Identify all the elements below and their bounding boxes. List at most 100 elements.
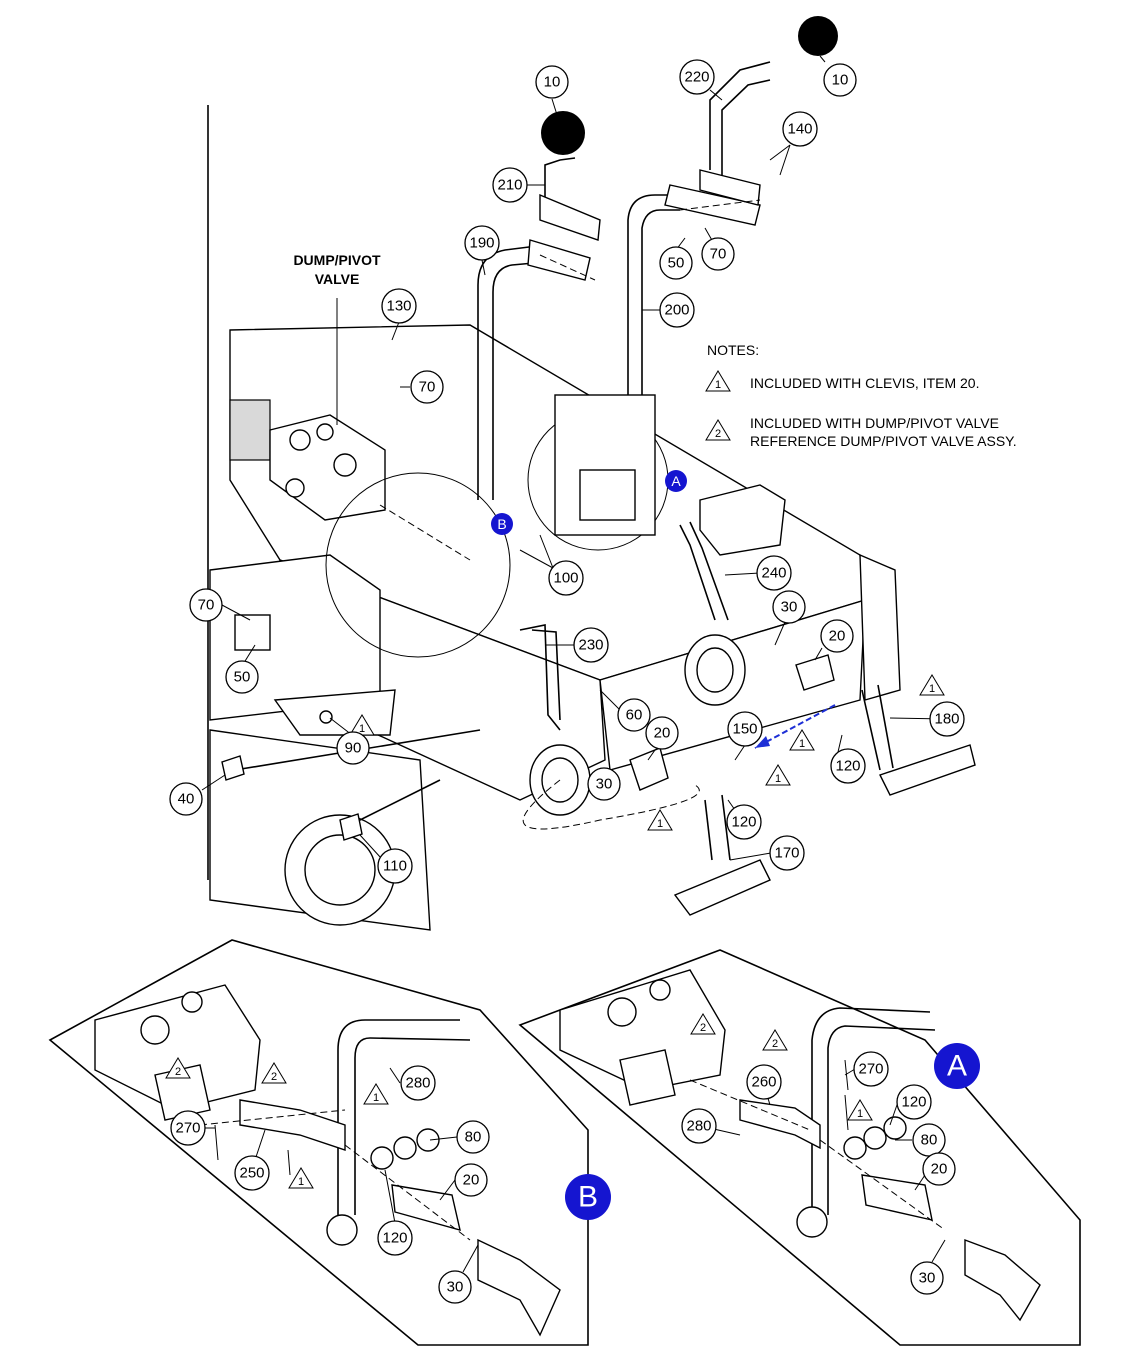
svg-text:1: 1 bbox=[657, 818, 663, 830]
note-mark-a-pin: 1 bbox=[847, 1099, 873, 1121]
balloon-a-270: 270 bbox=[853, 1051, 889, 1087]
svg-text:280: 280 bbox=[686, 1118, 711, 1135]
svg-text:B: B bbox=[497, 516, 506, 532]
balloon-a-280: 280 bbox=[681, 1108, 717, 1144]
balloon-b-20: 20 bbox=[454, 1163, 488, 1197]
svg-text:220: 220 bbox=[684, 69, 709, 86]
balloon-100: 100 bbox=[548, 560, 584, 596]
svg-text:90: 90 bbox=[345, 740, 362, 757]
svg-text:2: 2 bbox=[700, 1022, 706, 1034]
note-mark-b-cotter: 1 bbox=[288, 1167, 314, 1189]
svg-text:100: 100 bbox=[553, 570, 578, 587]
svg-text:2: 2 bbox=[271, 1071, 277, 1083]
balloon-20-right: 20 bbox=[820, 619, 854, 653]
balloon-170: 170 bbox=[769, 835, 805, 871]
svg-text:2: 2 bbox=[715, 428, 721, 440]
svg-text:30: 30 bbox=[781, 599, 798, 616]
balloon-b-250: 250 bbox=[234, 1155, 270, 1191]
svg-text:60: 60 bbox=[626, 707, 643, 724]
svg-text:70: 70 bbox=[419, 379, 436, 396]
svg-text:1: 1 bbox=[715, 379, 721, 391]
svg-text:40: 40 bbox=[178, 791, 195, 808]
svg-text:1: 1 bbox=[359, 723, 365, 735]
svg-text:B: B bbox=[578, 1181, 598, 1214]
balloon-150: 150 bbox=[727, 711, 763, 747]
svg-text:240: 240 bbox=[761, 565, 786, 582]
svg-text:120: 120 bbox=[901, 1094, 926, 1111]
svg-text:30: 30 bbox=[919, 1270, 936, 1287]
svg-text:120: 120 bbox=[382, 1230, 407, 1247]
note-1-text: INCLUDED WITH CLEVIS, ITEM 20. bbox=[750, 375, 979, 391]
svg-text:A: A bbox=[671, 473, 681, 489]
svg-text:170: 170 bbox=[774, 845, 799, 862]
balloon-30-right: 30 bbox=[772, 590, 806, 624]
balloon-10-right: 10 bbox=[823, 63, 857, 97]
svg-text:50: 50 bbox=[234, 669, 251, 686]
valve-title-line2: VALVE bbox=[315, 271, 360, 287]
svg-text:1: 1 bbox=[373, 1092, 379, 1104]
balloon-a-80: 80 bbox=[912, 1123, 946, 1157]
svg-text:10: 10 bbox=[544, 74, 561, 91]
balloon-120-mid: 120 bbox=[726, 804, 762, 840]
valve-title-line1: DUMP/PIVOT bbox=[293, 252, 381, 268]
svg-text:2: 2 bbox=[772, 1038, 778, 1050]
svg-text:230: 230 bbox=[578, 637, 603, 654]
svg-text:70: 70 bbox=[198, 597, 215, 614]
balloon-50-left: 50 bbox=[225, 660, 259, 694]
balloon-70-mid: 70 bbox=[410, 370, 444, 404]
svg-text:30: 30 bbox=[447, 1279, 464, 1296]
callout-b-detail: B bbox=[565, 1174, 611, 1220]
balloon-60: 60 bbox=[617, 698, 651, 732]
balloon-90: 90 bbox=[336, 731, 370, 765]
svg-text:270: 270 bbox=[175, 1120, 200, 1137]
balloon-110: 110 bbox=[377, 848, 413, 884]
note-mark-b-pin: 1 bbox=[363, 1083, 389, 1105]
detail-panel-b bbox=[48, 939, 589, 1346]
svg-text:50: 50 bbox=[668, 255, 685, 272]
balloon-20-mid: 20 bbox=[645, 716, 679, 750]
svg-text:150: 150 bbox=[732, 721, 757, 738]
svg-text:180: 180 bbox=[934, 711, 959, 728]
callout-a-main: A bbox=[665, 470, 687, 492]
svg-text:1: 1 bbox=[857, 1108, 863, 1120]
balloon-210: 210 bbox=[492, 167, 528, 203]
svg-text:280: 280 bbox=[405, 1075, 430, 1092]
balloon-a-20: 20 bbox=[922, 1152, 956, 1186]
svg-text:200: 200 bbox=[664, 302, 689, 319]
balloon-b-280: 280 bbox=[400, 1065, 436, 1101]
svg-text:190: 190 bbox=[469, 235, 494, 252]
balloon-230: 230 bbox=[573, 627, 609, 663]
svg-text:260: 260 bbox=[751, 1074, 776, 1091]
note-mark-b-screw: 2 bbox=[261, 1062, 287, 1084]
balloon-200: 200 bbox=[659, 292, 695, 328]
main-frame-linework bbox=[207, 105, 901, 931]
assembly-arrow bbox=[754, 704, 836, 749]
callout-a-detail: A bbox=[934, 1043, 980, 1089]
notes-heading: NOTES: bbox=[707, 342, 759, 358]
svg-text:1: 1 bbox=[929, 683, 935, 695]
note-mark-main-mid-b: 1 bbox=[647, 809, 673, 831]
balloon-50-top: 50 bbox=[659, 246, 693, 280]
svg-text:80: 80 bbox=[921, 1132, 938, 1149]
note-mark-b-valve: 2 bbox=[165, 1057, 191, 1079]
note-mark-main-right-b: 1 bbox=[789, 729, 815, 751]
svg-text:1: 1 bbox=[298, 1176, 304, 1188]
balloon-a-260: 260 bbox=[746, 1064, 782, 1100]
svg-text:70: 70 bbox=[710, 246, 727, 263]
svg-text:2: 2 bbox=[175, 1066, 181, 1078]
callout-b-main: B bbox=[491, 513, 513, 535]
svg-text:30: 30 bbox=[596, 776, 613, 793]
balloon-30-mid: 30 bbox=[587, 767, 621, 801]
svg-text:120: 120 bbox=[835, 758, 860, 775]
balloon-a-30: 30 bbox=[910, 1261, 944, 1295]
svg-text:140: 140 bbox=[787, 121, 812, 138]
balloon-b-30: 30 bbox=[438, 1270, 472, 1304]
balloon-40: 40 bbox=[169, 782, 203, 816]
svg-text:80: 80 bbox=[465, 1129, 482, 1146]
svg-text:20: 20 bbox=[829, 628, 846, 645]
note-mark-main-mid-a: 1 bbox=[765, 764, 791, 786]
svg-text:250: 250 bbox=[239, 1165, 264, 1182]
note-2-text-line2: REFERENCE DUMP/PIVOT VALVE ASSY. bbox=[750, 433, 1017, 449]
construction-lines bbox=[379, 199, 761, 830]
